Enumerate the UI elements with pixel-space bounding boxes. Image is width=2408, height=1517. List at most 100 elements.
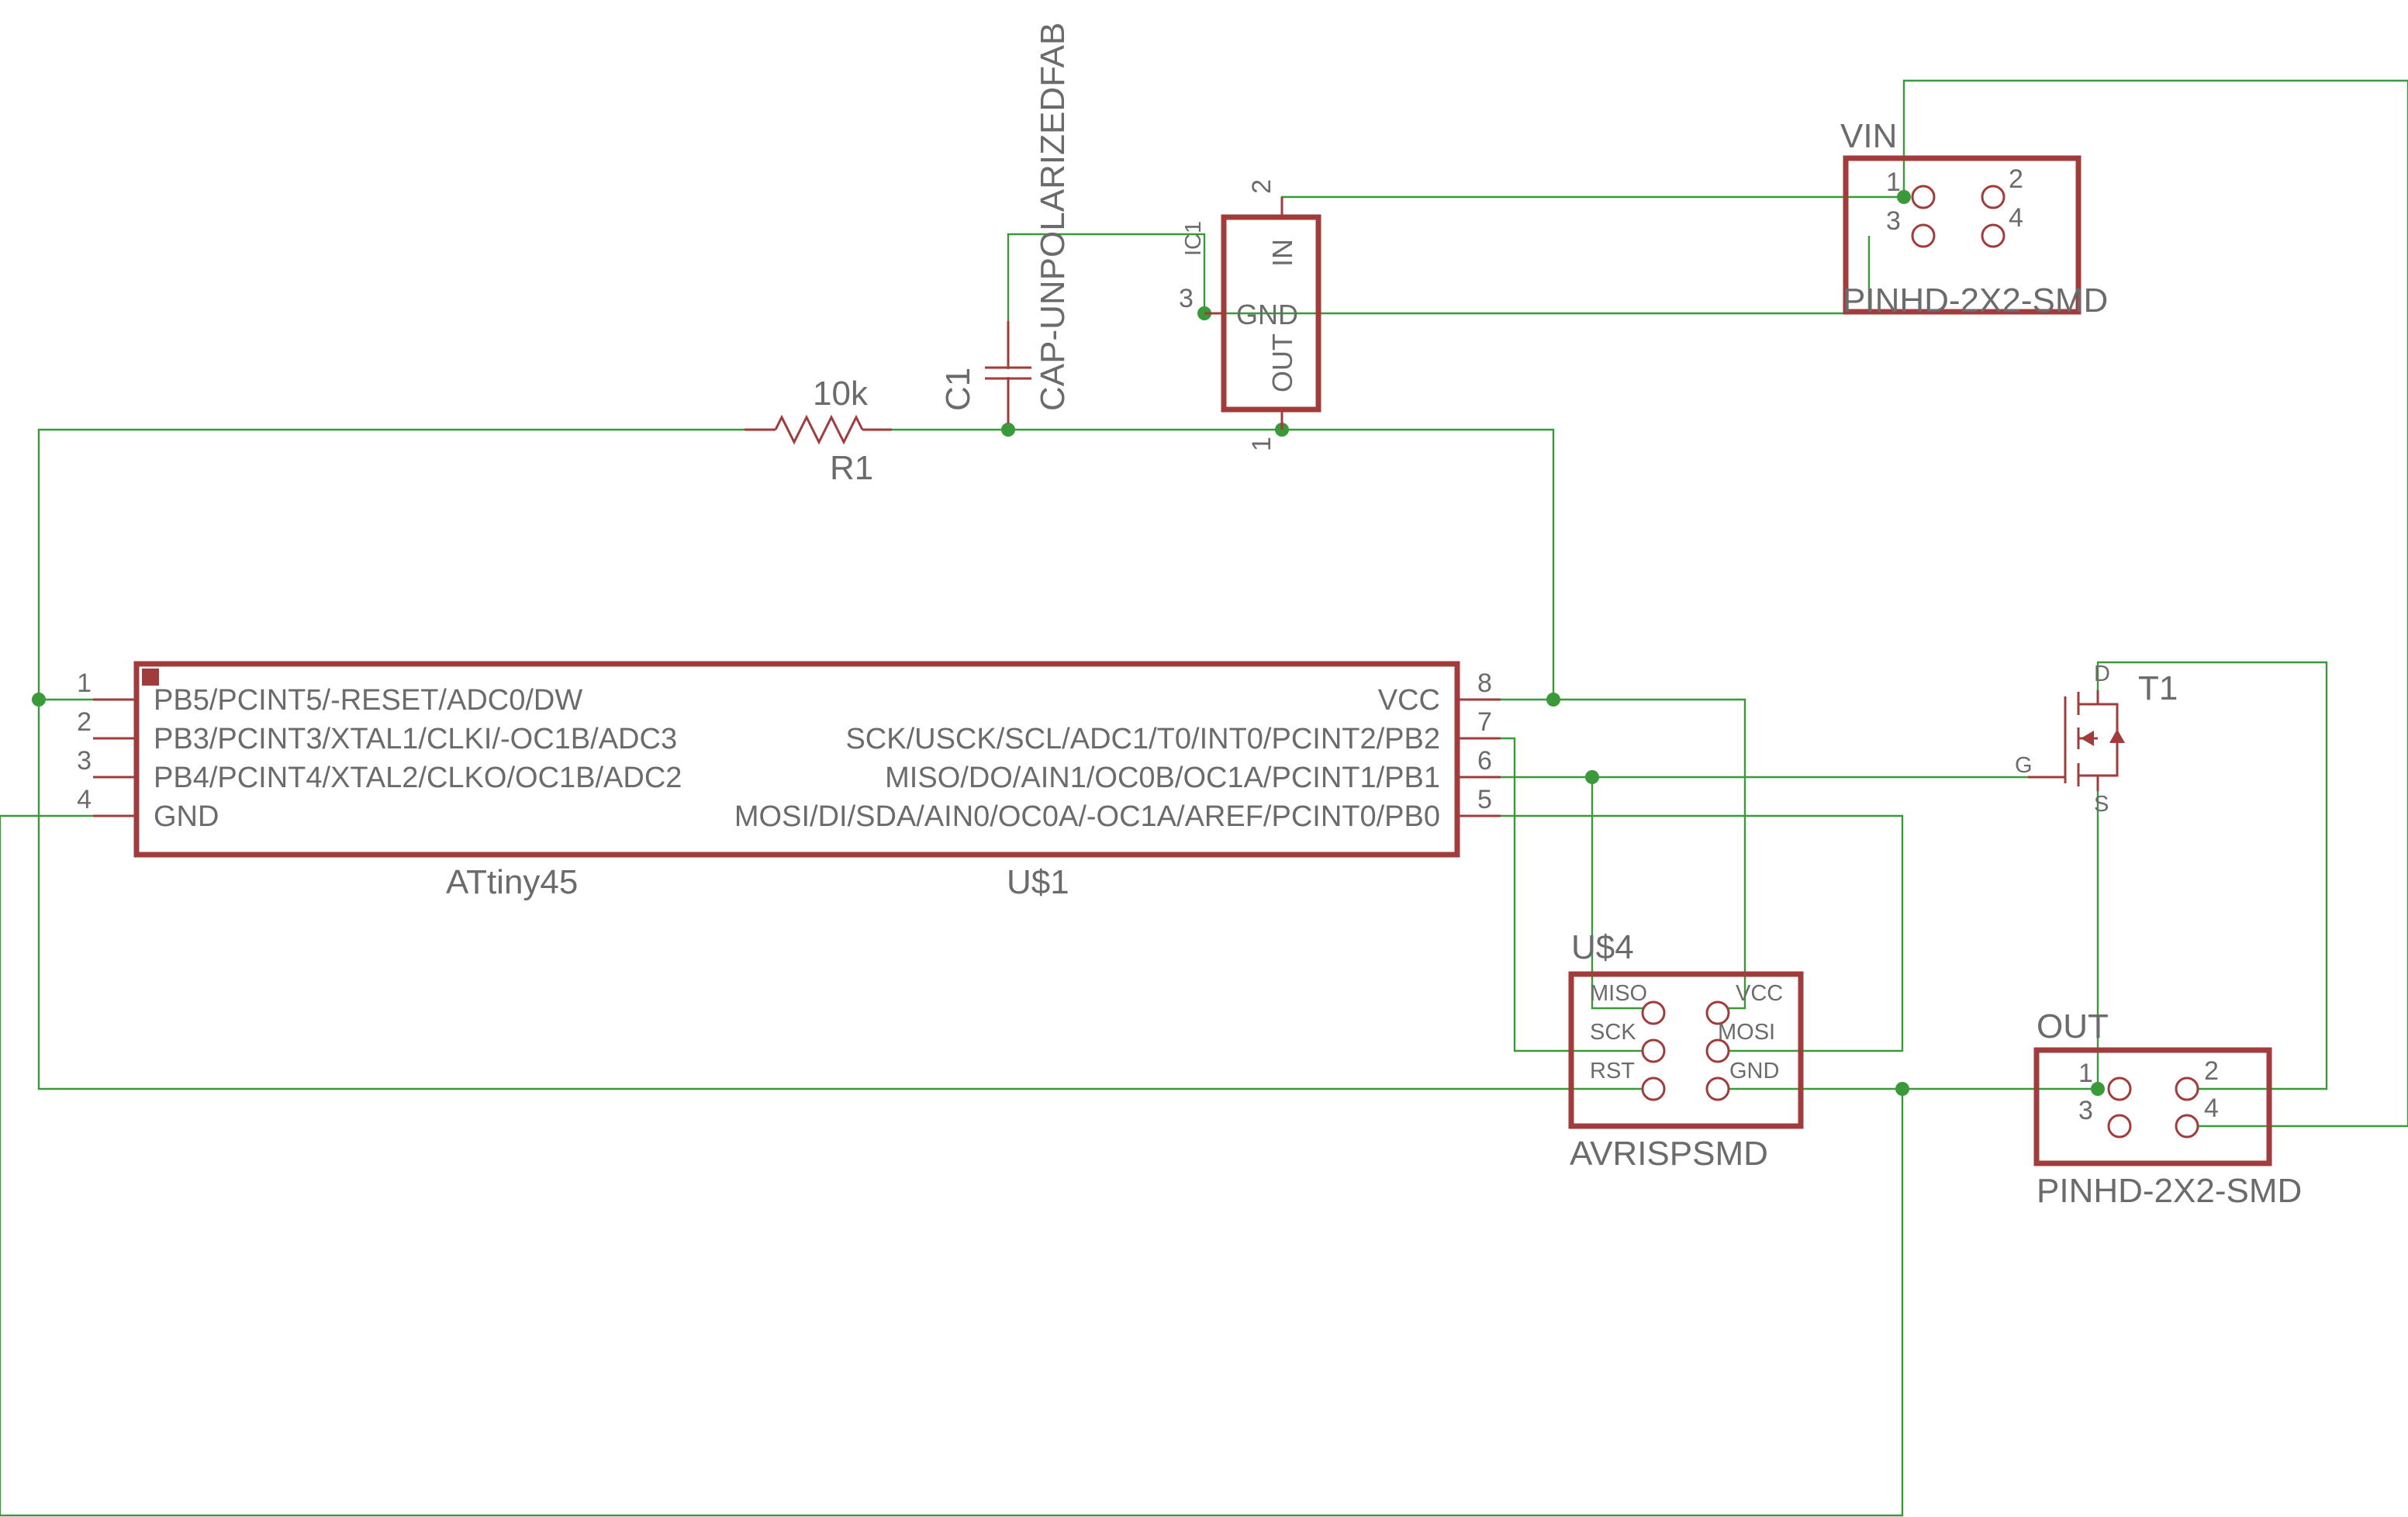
regulator-pin-gnd: GND [1236,299,1298,330]
wire-drain-net [2096,661,2328,1090]
wire-c1-to-gnd [1007,233,1206,369]
isp-pin-label: GND [1729,1059,1779,1083]
header-pin-number: 3 [1886,206,1901,236]
mcu-pin-label: SCK/USCK/SCL/ADC1/T0/INT0/PCINT2/PB2 [845,723,1440,755]
header-package: PINHD-2X2-SMD [1843,282,2108,320]
header-name: VIN [1840,117,1897,155]
isp-pin-label: VCC [1736,981,1783,1006]
resistor-r1[interactable]: 10k R1 [745,375,892,487]
isp-pin-label: MOSI [1718,1020,1775,1045]
resistor-value: 10k [813,375,869,413]
header-pin-number: 1 [1886,168,1901,197]
mcu-pin-number: 6 [1477,746,1492,776]
mosfet-pin-gate: G [2015,753,2033,778]
mcu-pin-number: 2 [77,707,92,737]
mcu-pin-number: 8 [1477,669,1492,698]
regulator-pin-out: OUT [1266,333,1298,392]
header-body [2033,1047,2272,1166]
isp-pad [1641,1000,1666,1025]
wire-reg-in-to-vin [1280,195,1904,214]
capacitor-c1[interactable]: C1 CAP-UNPOLARIZEDFAB [939,22,1072,423]
junction-dot [1585,770,1599,784]
header-pad [1911,185,1936,209]
header-pin-number: 4 [2204,1094,2219,1123]
junction-dot [1001,423,1015,437]
mosfet-pin-drain: D [2094,662,2110,686]
pin1-marker-icon [142,669,159,686]
header-pin-number: 2 [2009,164,2023,194]
header-pin-number: 3 [2078,1096,2093,1125]
header-pad [1981,185,2006,209]
regulator-pin-number: 3 [1179,284,1194,313]
header-pad [2107,1114,2132,1139]
wire-vcc-to-isp [1553,698,1746,1010]
junction-dot [1895,1082,1909,1096]
mcu-reference: U$1 [1007,863,1069,901]
mosfet-drain-lead [2078,690,2099,706]
wire-vcc-net [892,428,1555,701]
capacitor-reference: C1 [939,368,977,411]
junction-dot [1546,693,1560,707]
mcu-pin-number: 1 [77,669,92,698]
mosfet-arrow-icon [2081,731,2094,746]
isp-pad [1641,1038,1666,1063]
isp-pad [1705,1000,1730,1025]
isp-pin-label: RST [1590,1059,1635,1083]
regulator-ic1[interactable]: IN GND OUT 2 3 1 IC1 [1179,179,1321,451]
mcu-attiny45[interactable]: 1 2 3 4 PB5/PCINT5/-RESET/ADC0/DW PB3/PC… [77,661,1501,901]
regulator-reference: IC1 [1181,221,1206,256]
header-name: OUT [2037,1007,2109,1045]
junction-dot [2091,1082,2105,1096]
isp-pad [1641,1076,1666,1101]
mcu-part-name: ATtiny45 [446,863,578,901]
wire-miso-to-isp [1591,777,1653,1010]
mcu-pin-number: 7 [1477,707,1492,737]
mcu-pin-label: PB5/PCINT5/-RESET/ADC0/DW [154,684,582,717]
capacitor-value: CAP-UNPOLARIZEDFAB [1034,22,1072,411]
mcu-pin-label: PB4/PCINT4/XTAL2/CLKO/OC1B/ADC2 [154,762,682,794]
header-pin-number: 2 [2204,1056,2219,1086]
mcu-pin-number: 4 [77,785,92,814]
mcu-pin-label: MOSI/DI/SDA/AIN0/OC0A/-OC1A/AREF/PCINT0/… [734,800,1440,833]
wire-reset-to-isp [37,700,1653,1090]
wire-mosi-net [1462,814,1904,1052]
mcu-body [133,661,1460,858]
wire-vin-to-out-pin4 [1902,79,2408,1128]
mcu-pin-label: VCC [1378,684,1440,717]
regulator-pin-number: 2 [1247,179,1277,194]
mosfet-t1[interactable]: D G S T1 [2015,662,2178,817]
header-pin-number: 1 [2078,1059,2093,1088]
isp-reference: U$4 [1571,928,1634,966]
isp-pad [1705,1076,1730,1101]
header-pin-number: 4 [2009,203,2023,233]
header-pad [2175,1076,2199,1101]
isp-pad [1705,1038,1730,1063]
regulator-pin-in: IN [1266,239,1298,267]
mcu-pin-number: 5 [1477,785,1492,814]
mcu-pin-label: PB3/PCINT3/XTAL1/CLKI/-OC1B/ADC3 [154,723,677,755]
isp-package: AVRISPSMD [1570,1135,1768,1173]
mosfet-reference: T1 [2138,669,2178,707]
isp-header-u4[interactable]: MISO SCK RST VCC MOSI GND U$4 AVRISPSMD [1568,928,1804,1173]
header-body [1843,155,2082,315]
isp-pin-label: MISO [1590,981,1647,1006]
mcu-pin-label: MISO/DO/AIN1/OC0B/OC1A/PCINT1/PB1 [885,762,1440,794]
junction-dot [1897,190,1911,204]
header-pad [2175,1114,2199,1139]
header-pad [1911,223,1936,248]
wire-gnd-net [0,814,1904,1517]
header-pad [2107,1076,2132,1101]
regulator-pin-number: 1 [1247,437,1277,451]
header-out[interactable]: 1 2 3 4 OUT PINHD-2X2-SMD [2033,1007,2302,1210]
mosfet-source-lead [2078,774,2099,791]
mosfet-pin-source: S [2094,792,2109,817]
resistor-reference: R1 [830,449,873,487]
header-pad [1981,223,2006,248]
isp-pin-label: SCK [1590,1020,1636,1045]
resistor-zigzag-icon [774,414,864,445]
header-vin[interactable]: 1 2 3 4 VIN PINHD-2X2-SMD [1840,117,2108,320]
wires [0,79,2408,1517]
mosfet-diode-icon [2109,729,2125,743]
wire-reset-net [37,428,745,701]
